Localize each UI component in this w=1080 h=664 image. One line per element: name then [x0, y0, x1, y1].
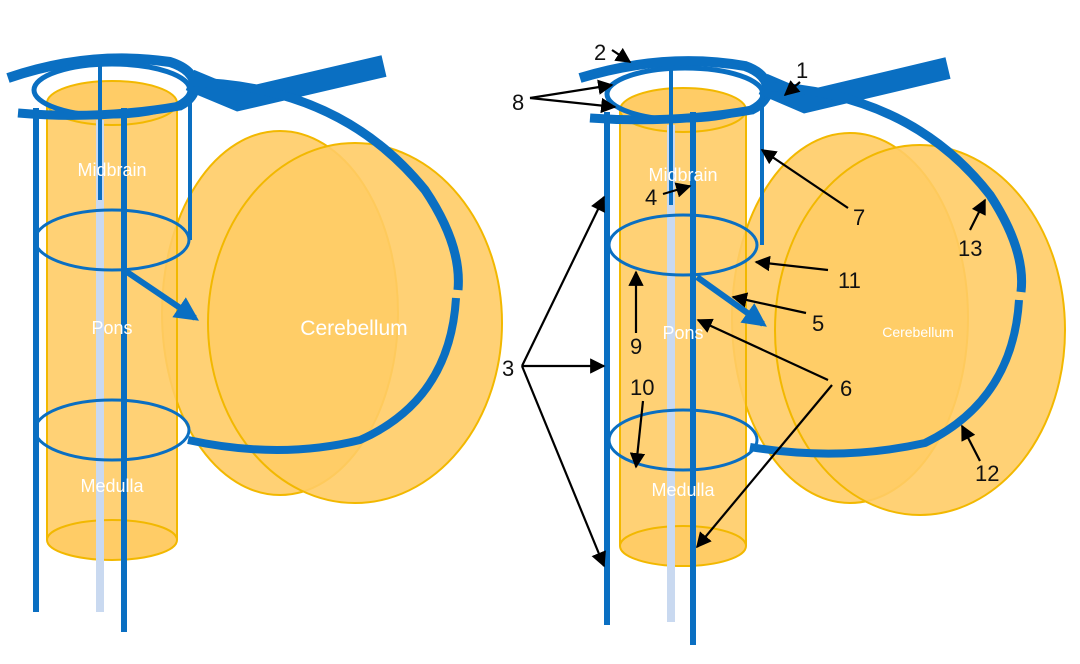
cerebellum-front-lobe	[207, 142, 503, 504]
arrow-6a	[696, 318, 829, 381]
arrow-4	[662, 182, 692, 198]
callout-7: 7	[853, 205, 865, 230]
callout-2: 2	[594, 40, 606, 65]
label-pons: Pons	[91, 318, 132, 338]
left-panel: Midbrain Pons Medulla Cerebellum	[6, 53, 503, 632]
pathway-network	[6, 53, 463, 632]
arrow-6b	[696, 384, 833, 549]
label-medulla: Medulla	[80, 476, 144, 496]
arrow-11	[754, 255, 829, 272]
brainstem-cylinder	[47, 103, 177, 540]
brainstem-bottom-cap	[46, 519, 178, 561]
callout-13: 13	[958, 236, 982, 261]
arrow-12	[961, 424, 981, 462]
label-midbrain: Midbrain	[648, 165, 717, 185]
pathway-network	[578, 56, 1027, 645]
arrow-8b	[529, 96, 617, 114]
callout-12: 12	[975, 461, 999, 486]
callout-arrows	[520, 47, 986, 568]
label-midbrain: Midbrain	[77, 160, 146, 180]
callout-1: 1	[796, 58, 808, 83]
cerebellum-front-lobe	[774, 144, 1066, 516]
arrow-1	[783, 80, 801, 97]
right-panel: Midbrain Pons Medulla Cerebellum 1 2	[502, 40, 1066, 645]
callout-11: 11	[838, 268, 861, 293]
brainstem-bottom-cap	[619, 525, 747, 567]
arrow-5	[731, 292, 807, 315]
callout-8: 8	[512, 90, 524, 115]
callout-9: 9	[630, 334, 642, 359]
label-cerebellum: Cerebellum	[882, 324, 954, 340]
arrow-2	[611, 47, 632, 63]
callout-10: 10	[630, 375, 654, 400]
arrow-7	[760, 149, 849, 209]
arrow-3c	[520, 365, 606, 568]
arrow-8a	[529, 79, 614, 100]
label-medulla: Medulla	[651, 480, 715, 500]
arrow-13	[969, 198, 986, 231]
label-cerebellum: Cerebellum	[300, 317, 407, 340]
arrow-10	[629, 400, 646, 469]
callout-6: 6	[840, 376, 852, 401]
callout-4: 4	[645, 185, 657, 210]
arrow-3a	[521, 195, 605, 367]
callout-3: 3	[502, 356, 514, 381]
callout-5: 5	[812, 311, 824, 336]
label-pons: Pons	[662, 323, 703, 343]
